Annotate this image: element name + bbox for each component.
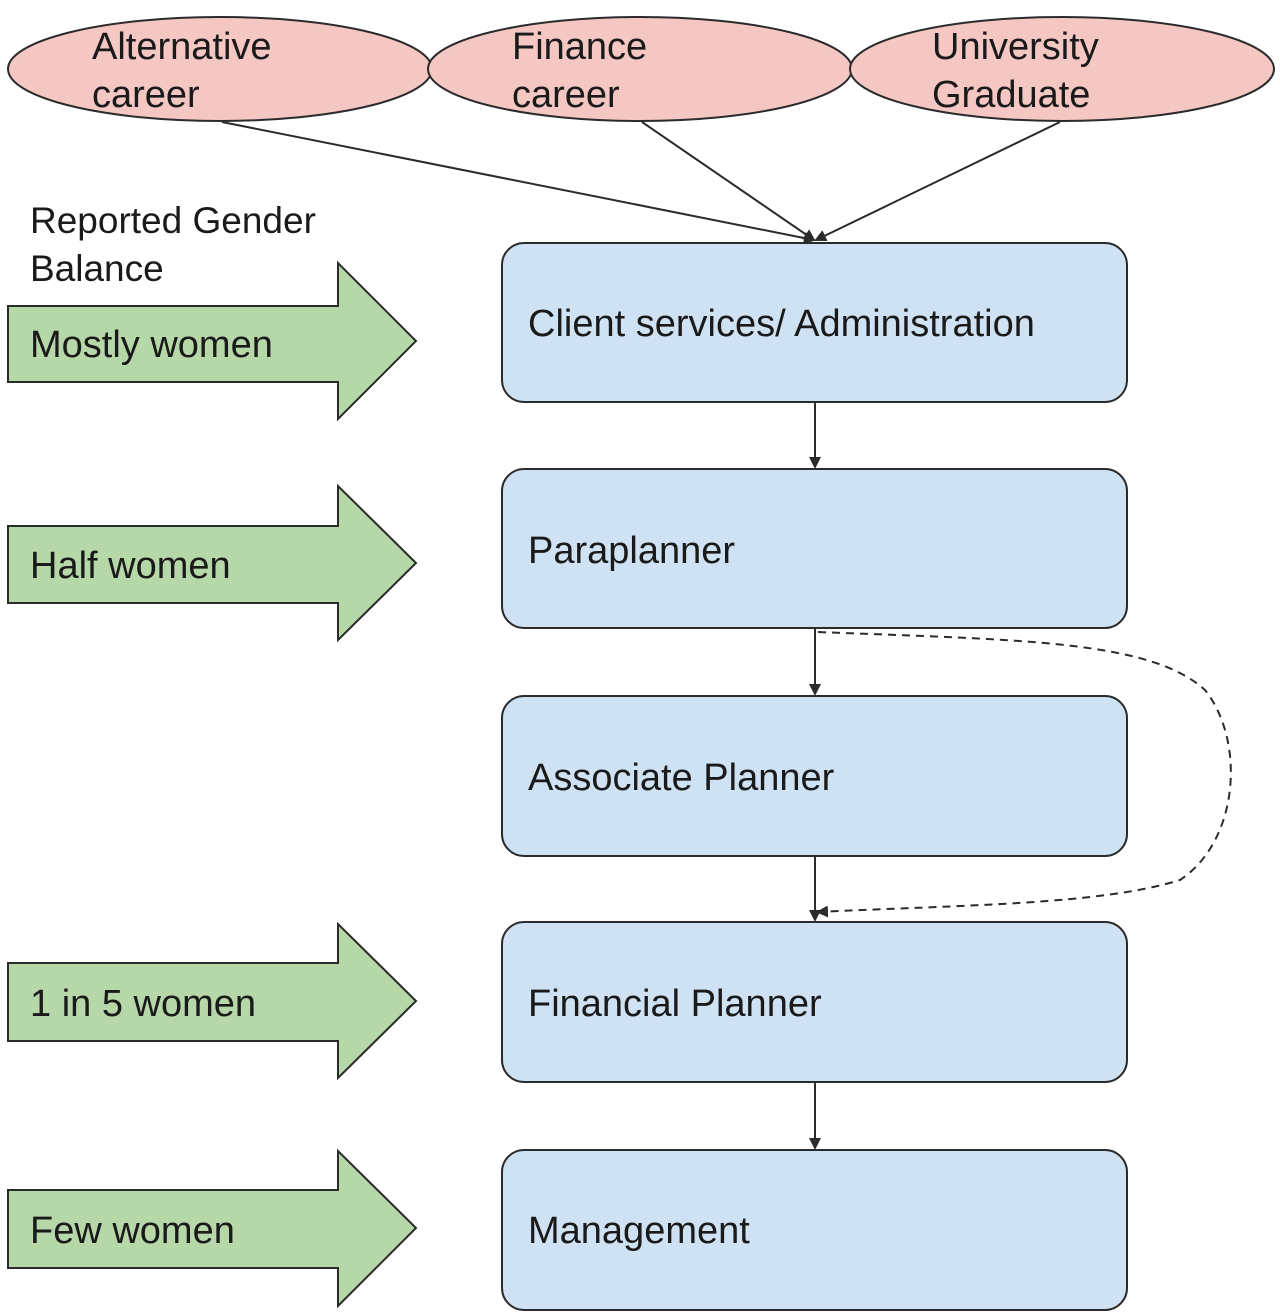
oval-label-line1: Finance bbox=[512, 26, 647, 68]
source-oval-university-graduate: University Graduate bbox=[849, 16, 1275, 122]
role-label: Management bbox=[528, 1210, 750, 1252]
heading-line1: Reported Gender bbox=[30, 200, 316, 241]
dashed-connector-paraplanner-to-financial-planner bbox=[816, 631, 1232, 918]
role-box-associate-planner: Associate Planner bbox=[501, 695, 1128, 857]
oval-label-line1: University bbox=[932, 26, 1099, 68]
role-box-paraplanner: Paraplanner bbox=[501, 468, 1128, 629]
role-box-client-services: Client services/ Administration bbox=[501, 242, 1128, 403]
oval-label-line1: Alternative bbox=[92, 26, 272, 68]
connector-finance-to-client-services bbox=[641, 121, 816, 242]
connector-alternative-to-client-services bbox=[221, 121, 816, 244]
gender-arrow-mostly-women: Mostly women bbox=[7, 260, 418, 422]
source-oval-alternative-career: Alternative career bbox=[7, 16, 433, 122]
gender-arrow-half-women: Half women bbox=[7, 483, 418, 643]
source-connectors bbox=[221, 121, 1061, 244]
role-box-management: Management bbox=[501, 1149, 1128, 1311]
gender-arrow-label: 1 in 5 women bbox=[30, 983, 256, 1025]
connector-graduate-to-client-services bbox=[814, 121, 1061, 242]
oval-label-line2: Graduate bbox=[932, 74, 1090, 116]
role-label: Financial Planner bbox=[528, 983, 822, 1025]
gender-arrow-1-in-5-women: 1 in 5 women bbox=[7, 921, 418, 1081]
oval-label-line2: career bbox=[92, 74, 200, 116]
gender-arrow-label: Half women bbox=[30, 545, 231, 587]
gender-arrow-label: Few women bbox=[30, 1210, 235, 1252]
oval-label-line2: career bbox=[512, 74, 620, 116]
role-label: Paraplanner bbox=[528, 530, 735, 572]
gender-arrow-label: Mostly women bbox=[30, 324, 273, 366]
gender-arrow-few-women: Few women bbox=[7, 1148, 418, 1309]
source-oval-finance-career: Finance career bbox=[427, 16, 853, 122]
heading-line2: Balance bbox=[30, 248, 164, 289]
role-connectors bbox=[809, 402, 1232, 1150]
role-label: Associate Planner bbox=[528, 757, 835, 799]
gender-balance-heading: Reported Gender Balance bbox=[30, 200, 316, 289]
role-box-financial-planner: Financial Planner bbox=[501, 921, 1128, 1083]
role-label: Client services/ Administration bbox=[528, 303, 1035, 345]
